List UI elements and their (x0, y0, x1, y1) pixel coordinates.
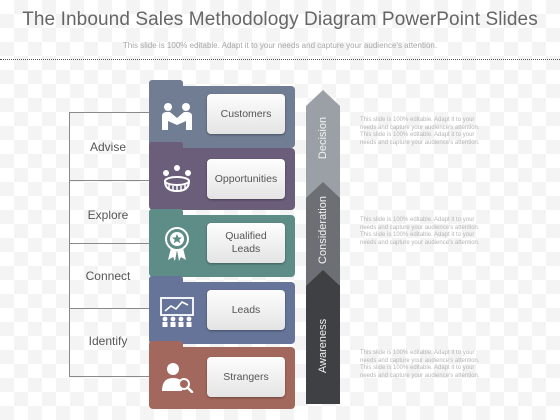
stage-label-connect: Connect (85, 269, 131, 283)
phase-arrow-decision (306, 90, 340, 198)
funnel-card-customers: Customers (207, 94, 285, 134)
phase-arrow-awareness (306, 267, 340, 404)
handshake-icon (155, 96, 199, 136)
stage-label-advise: Advise (89, 140, 127, 154)
stage-label-identify: Identify (88, 334, 128, 348)
person-search-icon (155, 357, 199, 397)
stage-label-explore: Explore (87, 208, 129, 222)
award-badge-icon (155, 224, 199, 264)
team-meeting-icon (155, 159, 199, 199)
header-divider (0, 59, 560, 60)
funnel-card-leads: Leads (207, 290, 285, 330)
note-awareness: This slide is 100% editable. Adapt it to… (360, 350, 480, 379)
funnel-card-strangers: Strangers (207, 357, 285, 397)
note-consideration: This slide is 100% editable. Adapt it to… (360, 217, 480, 246)
slide-title: The Inbound Sales Methodology Diagram Po… (22, 9, 538, 30)
note-decision: This slide is 100% editable. Adapt it to… (360, 117, 480, 146)
slide-subtitle: This slide is 100% editable. Adapt it to… (122, 41, 438, 50)
funnel-card-opportunities: Opportunities (207, 159, 285, 199)
phase-arrow-consideration (306, 179, 340, 286)
presentation-icon (155, 292, 199, 332)
